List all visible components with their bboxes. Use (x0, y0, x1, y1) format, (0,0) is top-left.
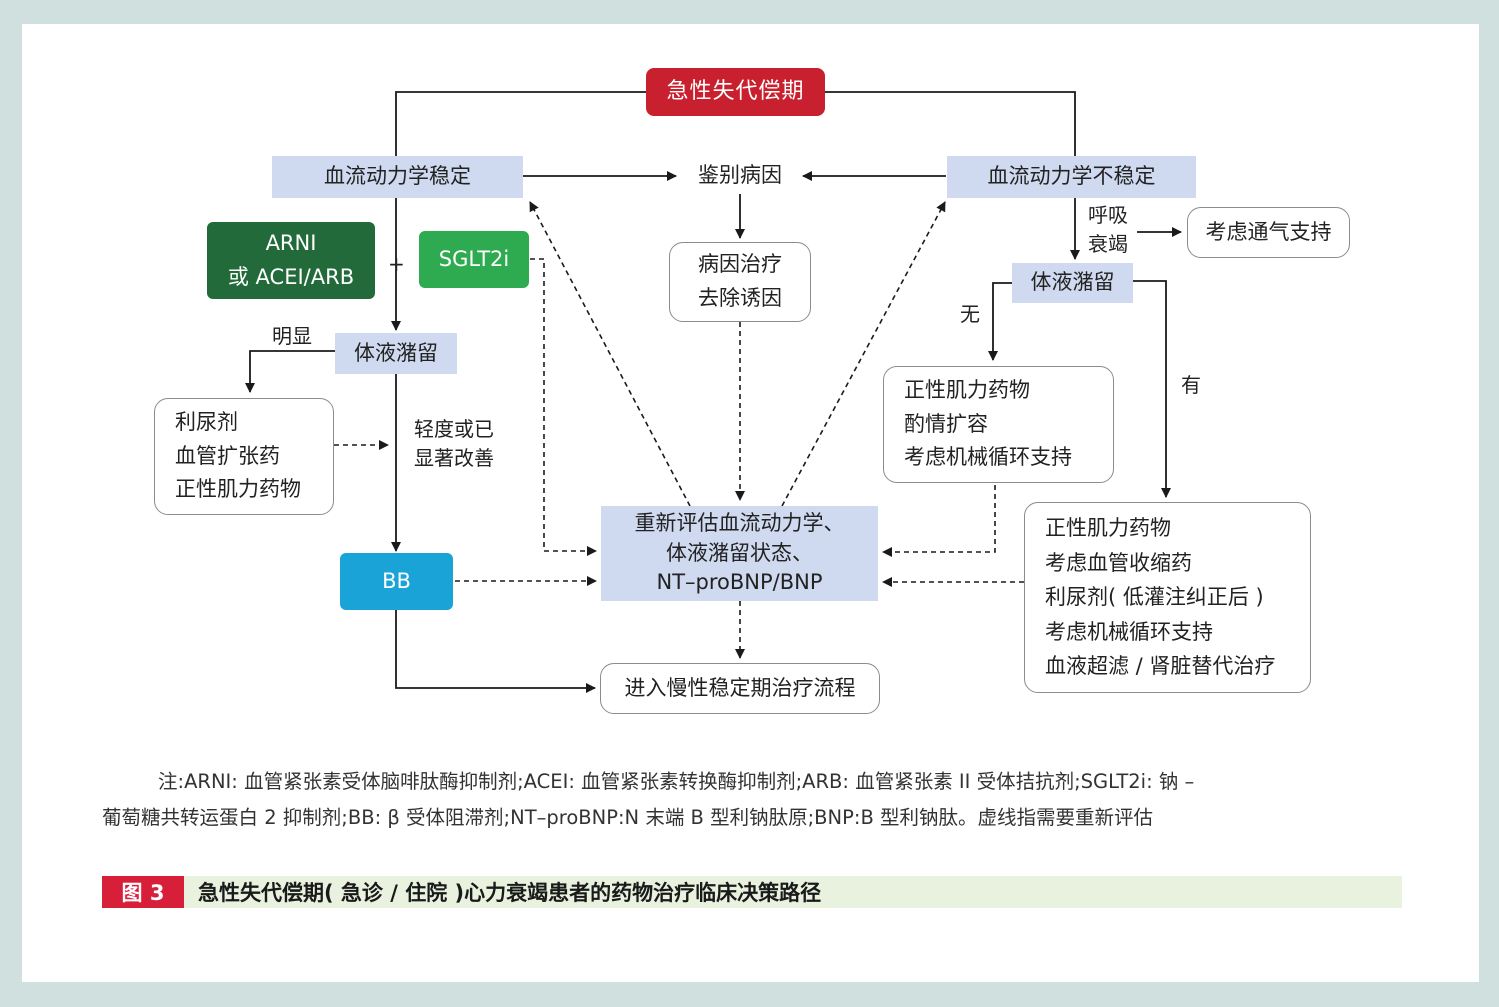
node-inotropes-with-fluid-line3: 利尿剂( 低灌注纠正后 ) (1045, 585, 1264, 610)
node-hemodynamic-unstable-text: 血流动力学不稳定 (987, 164, 1156, 189)
node-hemodynamic-unstable: 血流动力学不稳定 (947, 156, 1196, 198)
node-fluid-retention-right-text: 体液潴留 (1030, 270, 1115, 295)
node-hemodynamic-stable: 血流动力学稳定 (272, 156, 523, 198)
node-sglt2i-text: SGLT2i (438, 246, 510, 271)
node-fluid-retention-left: 体液潴留 (335, 333, 457, 374)
edge-fluid-none (988, 282, 1012, 361)
node-diuretics-line3: 正性肌力药物 (175, 477, 301, 502)
node-inotropes-with-fluid: 正性肌力药物 考虑血管收缩药 利尿剂( 低灌注纠正后 ) 考虑机械循环支持 血液… (1024, 502, 1311, 693)
edge-top-right (825, 91, 1076, 156)
node-acute-decompensation-text: 急性失代偿期 (666, 79, 805, 105)
edge-top-left (395, 91, 646, 156)
footnote-line-2: 葡萄糖共转运蛋白 2 抑制剂;BB: β 受体阻滞剂;NT–proBNP:N 末… (102, 806, 1154, 829)
edge-reassess-unstable (781, 201, 946, 507)
figure-caption: 急性失代偿期( 急诊 / 住院 )心力衰竭患者的药物治疗临床决策路径 (198, 881, 822, 905)
node-diuretics: 利尿剂 血管扩张药 正性肌力药物 (154, 398, 334, 515)
node-reassess: 重新评估血流动力学、 体液潴留状态、 NT–proBNP/BNP (601, 506, 878, 601)
node-acute-decompensation: 急性失代偿期 (646, 68, 825, 116)
node-inotropes-with-fluid-line1: 正性肌力药物 (1045, 515, 1171, 540)
label-plus: + (388, 252, 405, 276)
node-cause-treatment-line2: 去除诱因 (698, 286, 782, 310)
edge-bb-chronic (395, 610, 596, 693)
footnote-line-1: 注:ARNI: 血管紧张素受体脑啡肽酶抑制剂;ACEI: 血管紧张素转换酶抑制剂… (158, 770, 1195, 793)
edge-none-reassess (882, 485, 996, 557)
node-reassess-line2: 体液潴留状态、 (666, 540, 813, 565)
edge-fluid-diuretics (245, 350, 335, 393)
label-yes: 有 (1181, 373, 1201, 397)
node-reassess-line3: NT–proBNP/BNP (656, 570, 823, 595)
node-arni: ARNI 或 ACEI/ARB (207, 222, 375, 299)
label-obvious: 明显 (272, 324, 312, 348)
edge-sglt2i-reassess (530, 258, 597, 556)
node-ventilation-support: 考虑通气支持 (1187, 207, 1350, 258)
label-mild-improved: 轻度或已 显著改善 (414, 417, 494, 470)
node-ventilation-support-text: 考虑通气支持 (1205, 219, 1332, 244)
node-cause-treatment-line1: 病因治疗 (698, 252, 782, 277)
footnote: 注:ARNI: 血管紧张素受体脑啡肽酶抑制剂;ACEI: 血管紧张素转换酶抑制剂… (102, 764, 1412, 836)
node-arni-line1: ARNI (265, 230, 317, 255)
node-bb-text: BB (382, 568, 411, 593)
node-inotropes-with-fluid-line5: 血液超滤 / 肾脏替代治疗 (1045, 654, 1276, 679)
node-fluid-retention-right: 体液潴留 (1012, 263, 1133, 303)
node-fluid-retention-left-text: 体液潴留 (354, 340, 438, 365)
node-identify-cause: 鉴别病因 (678, 158, 802, 194)
node-hemodynamic-stable-text: 血流动力学稳定 (324, 164, 471, 189)
node-sglt2i: SGLT2i (419, 231, 529, 288)
node-cause-treatment: 病因治疗 去除诱因 (669, 242, 811, 322)
node-inotropes-no-fluid-line3: 考虑机械循环支持 (904, 445, 1072, 470)
node-inotropes-no-fluid-line1: 正性肌力药物 (904, 378, 1030, 403)
node-inotropes-with-fluid-line2: 考虑血管收缩药 (1045, 550, 1192, 575)
node-inotropes-with-fluid-line4: 考虑机械循环支持 (1045, 619, 1213, 644)
node-inotropes-no-fluid-line2: 酌情扩容 (904, 411, 988, 436)
node-bb: BB (340, 553, 453, 610)
edge-fluid-yes (1133, 280, 1171, 498)
label-none: 无 (960, 302, 980, 326)
figure-caption-bar: 图 3 急性失代偿期( 急诊 / 住院 )心力衰竭患者的药物治疗临床决策路径 (102, 876, 1402, 908)
label-respiratory-failure: 呼吸 衰竭 (1088, 203, 1128, 256)
node-chronic-stable-text: 进入慢性稳定期治疗流程 (624, 675, 856, 700)
node-diuretics-line2: 血管扩张药 (175, 443, 280, 468)
node-inotropes-no-fluid: 正性肌力药物 酌情扩容 考虑机械循环支持 (883, 366, 1114, 483)
node-reassess-line1: 重新评估血流动力学、 (634, 511, 845, 536)
node-diuretics-line1: 利尿剂 (175, 410, 238, 435)
figure-label: 图 3 (102, 876, 184, 908)
node-identify-cause-text: 鉴别病因 (698, 163, 782, 188)
node-arni-line2: 或 ACEI/ARB (227, 264, 355, 289)
edge-reassess-stable (529, 201, 691, 507)
node-chronic-stable: 进入慢性稳定期治疗流程 (600, 663, 880, 714)
